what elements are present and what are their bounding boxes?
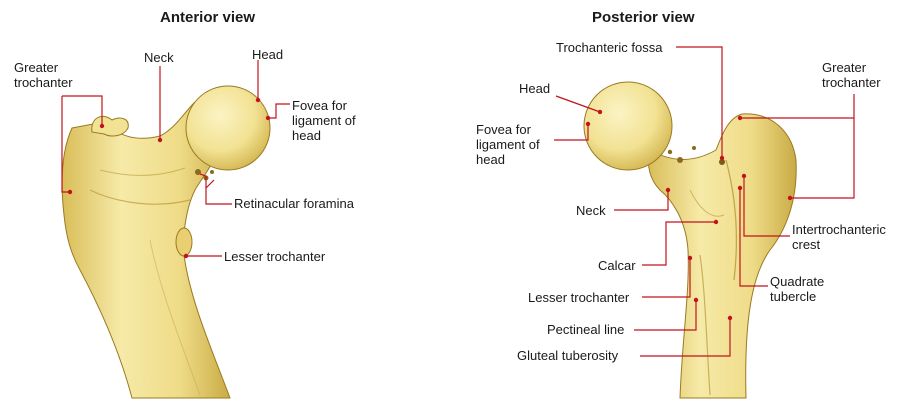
label-lesser-trochanter-posterior: Lesser trochanter: [528, 290, 629, 305]
anterior-view-title: Anterior view: [160, 9, 255, 26]
label-trochanteric-fossa: Trochanteric fossa: [556, 40, 662, 55]
label-pectineal-line: Pectineal line: [547, 322, 624, 337]
label-retinacular-foramina: Retinacular foramina: [234, 196, 354, 211]
label-neck-anterior: Neck: [144, 50, 174, 65]
label-calcar: Calcar: [598, 258, 636, 273]
leader-greater-trochanter-post-2: [790, 118, 854, 198]
leader-fovea-ant: [268, 104, 290, 118]
leader-trochanteric-fossa: [676, 47, 722, 158]
label-gluteal-tuberosity: Gluteal tuberosity: [517, 348, 618, 363]
label-fovea-posterior: Fovea for ligament of head: [476, 122, 540, 167]
label-greater-trochanter-posterior: Greater trochanter: [822, 60, 881, 90]
posterior-head: [584, 82, 672, 170]
anterior-lesser-trochanter: [176, 228, 192, 256]
label-neck-posterior: Neck: [576, 203, 606, 218]
label-head-posterior: Head: [519, 81, 550, 96]
label-fovea-anterior: Fovea for ligament of head: [292, 98, 356, 143]
label-quadrate-tubercle: Quadrate tubercle: [770, 274, 824, 304]
leader-neck-post: [614, 190, 668, 210]
leader-retinacular-ant-2: [206, 180, 214, 188]
anterior-greater-trochanter-tip: [92, 116, 128, 136]
label-greater-trochanter-anterior: Greater trochanter: [14, 60, 73, 90]
leader-fovea-post: [554, 124, 588, 140]
label-lesser-trochanter-anterior: Lesser trochanter: [224, 249, 325, 264]
anterior-femur: [62, 86, 270, 398]
posterior-view-title: Posterior view: [592, 9, 695, 26]
label-head-anterior: Head: [252, 47, 283, 62]
label-intertrochanteric-crest: Intertrochanteric crest: [792, 222, 886, 252]
